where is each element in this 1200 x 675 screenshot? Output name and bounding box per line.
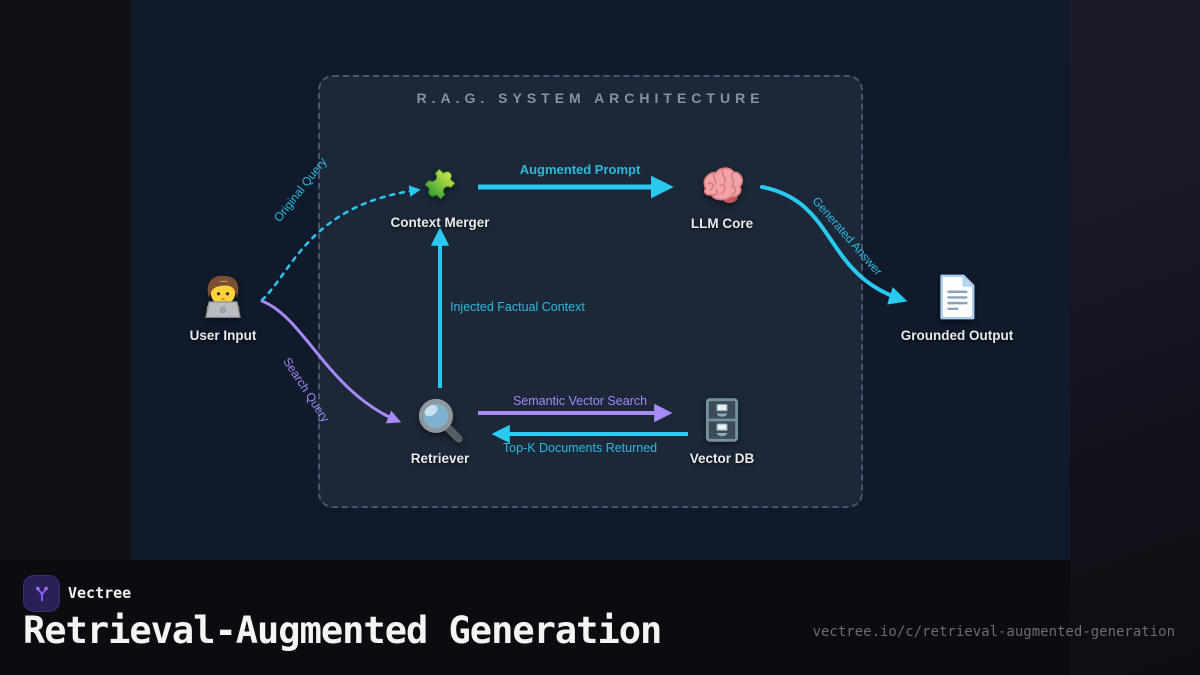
- node-label: Grounded Output: [900, 328, 1014, 343]
- node-grounded-output: Grounded Output: [877, 271, 1037, 343]
- node-label: Vector DB: [689, 451, 755, 466]
- edge-label-injected-context: Injected Factual Context: [450, 300, 585, 314]
- node-label: LLM Core: [690, 216, 754, 231]
- node-label: Context Merger: [390, 215, 490, 230]
- file-cabinet-icon: [705, 398, 739, 442]
- edge-label-semantic-search: Semantic Vector Search: [512, 394, 648, 408]
- document-icon: [940, 274, 975, 320]
- page-url: vectree.io/c/retrieval-augmented-generat…: [812, 624, 1175, 640]
- edge-label-topk-returned: Top-K Documents Returned: [502, 441, 658, 455]
- footer-band: [0, 560, 1070, 675]
- page-title: Retrieval-Augmented Generation: [23, 609, 662, 652]
- puzzle-piece-icon: [424, 168, 456, 200]
- edge-label-augmented-prompt: Augmented Prompt: [519, 162, 641, 177]
- node-label: User Input: [189, 328, 257, 343]
- node-context-merger: Context Merger: [360, 158, 520, 230]
- vectree-logo: [23, 575, 60, 612]
- node-llm-core: LLM Core: [642, 159, 802, 231]
- vectree-logo-icon: [35, 586, 48, 601]
- magnifying-glass-icon: [418, 398, 463, 443]
- brain-icon: [703, 167, 743, 203]
- technologist-emoji-icon: [205, 275, 241, 318]
- right-background-strip: [1070, 0, 1200, 675]
- left-background-strip: [0, 0, 130, 560]
- node-user-input: User Input: [143, 271, 303, 343]
- node-vector-db: Vector DB: [642, 394, 802, 466]
- node-label: Retriever: [410, 451, 470, 466]
- panel-title: R.A.G. SYSTEM ARCHITECTURE: [416, 90, 765, 106]
- brand-name: Vectree: [68, 584, 132, 602]
- node-retriever: Retriever: [360, 394, 520, 466]
